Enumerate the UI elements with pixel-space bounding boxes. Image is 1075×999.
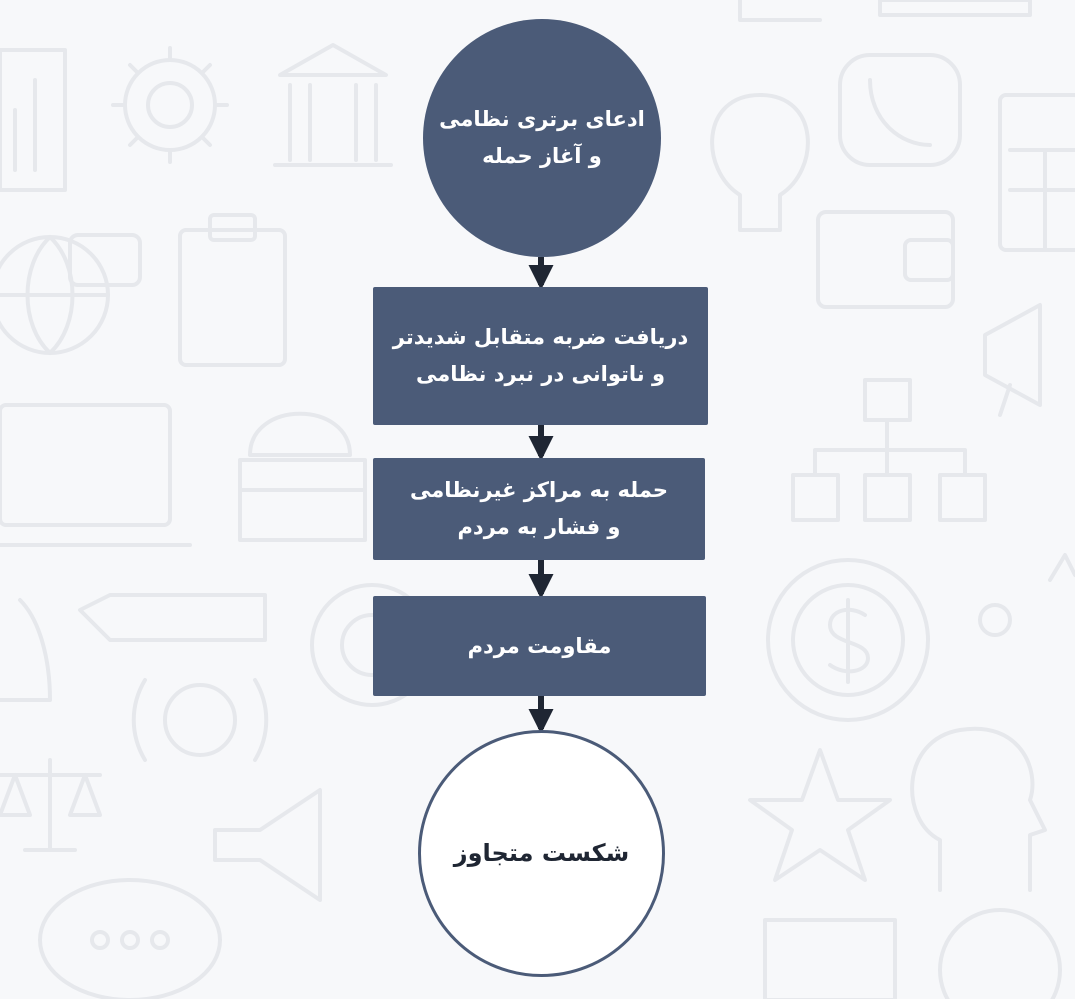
laptop-icon xyxy=(0,403,192,547)
star-icon xyxy=(748,748,892,882)
document-icon xyxy=(763,553,1075,999)
clipboard-icon xyxy=(178,213,287,367)
end-node-aggressor-defeat: شکست متجاوز xyxy=(418,730,665,977)
wallet-icon xyxy=(816,210,955,309)
lightbulb-icon xyxy=(710,93,810,232)
pencil-icon xyxy=(78,593,267,642)
scales-icon xyxy=(0,758,102,852)
card-icon xyxy=(738,0,1032,22)
step-node-civilian-attack: حمله به مراکز غیرنظامی و فشار به مردم xyxy=(373,458,705,560)
calculator-icon xyxy=(998,93,1075,252)
start-node-military-superiority: ادعای برتری نظامی و آغاز حمله xyxy=(423,19,661,257)
gear-icon xyxy=(111,46,229,164)
chart-icon xyxy=(0,48,67,192)
step-node-public-resistance: مقاومت مردم xyxy=(373,596,706,696)
phone-icon xyxy=(838,53,962,167)
org-chart-icon xyxy=(791,378,987,522)
chat-bubble-icon xyxy=(38,878,222,999)
bell-icon xyxy=(0,598,52,702)
capitol-icon xyxy=(238,411,367,542)
chat-icon xyxy=(68,233,142,287)
head-icon xyxy=(910,726,1047,892)
bank-icon xyxy=(273,43,393,167)
dollar-coin-icon xyxy=(766,558,930,722)
megaphone-icon xyxy=(983,303,1042,417)
broadcast-icon xyxy=(131,678,269,762)
step-node-counterattack: دریافت ضربه متقابل شدیدتر و ناتوانی در ن… xyxy=(373,287,708,425)
speaker-icon xyxy=(213,788,322,902)
